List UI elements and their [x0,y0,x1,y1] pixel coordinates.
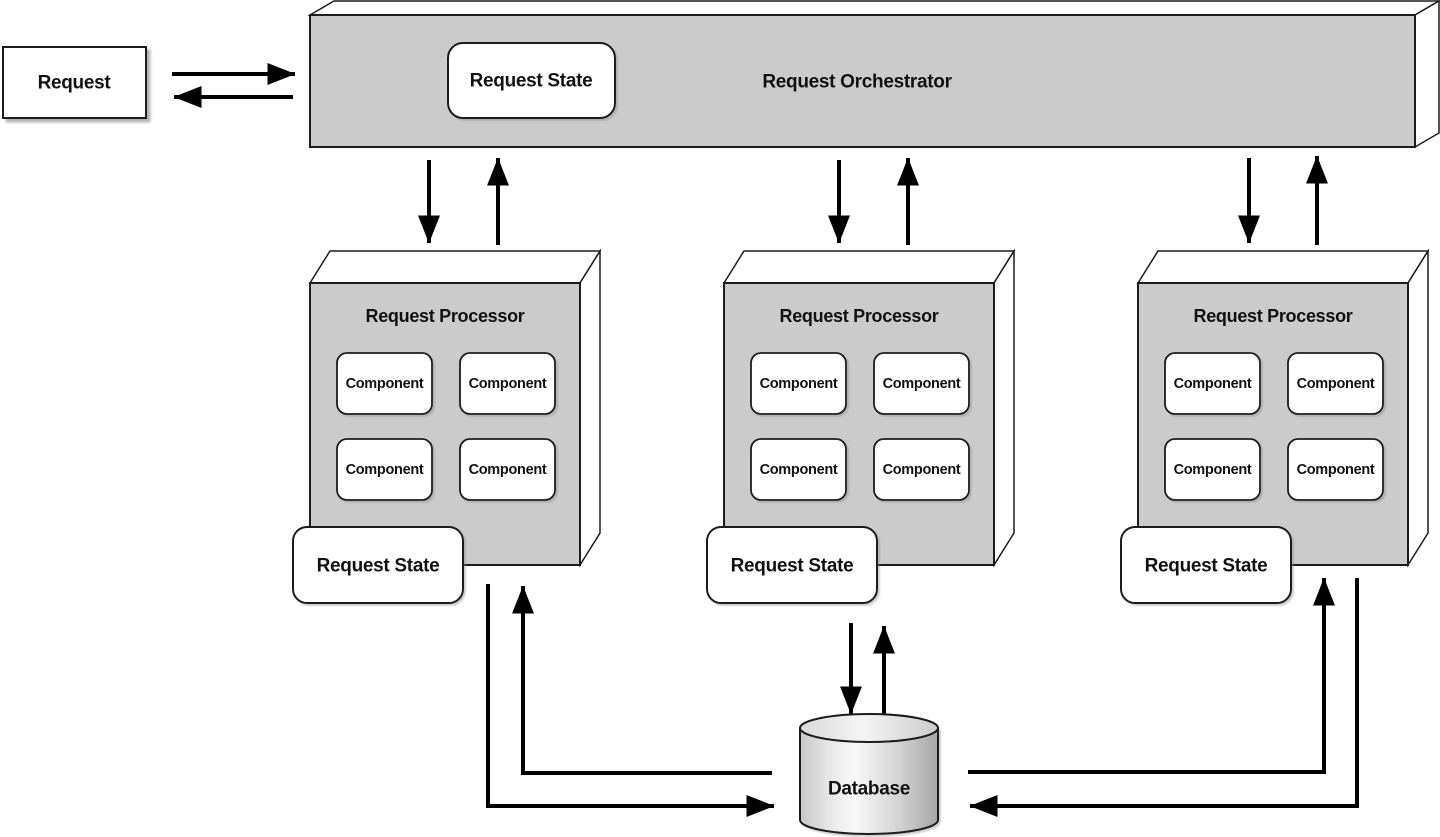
database-cylinder: Database [799,713,939,835]
processor-state-box: Request State [706,526,878,604]
processor-state-rect [1120,526,1292,604]
orchestrator-state-box: Request State [447,42,616,119]
processor-label: Request Processor [366,306,525,326]
component-label: Component [883,462,961,478]
component-rect [1287,438,1384,501]
component-label: Component [469,376,547,392]
request-box-rect [2,46,147,119]
processor-right-face [1407,248,1429,568]
processor-front-face [309,282,581,566]
component-label: Component [469,462,547,478]
orchestrator-label: Request Orchestrator [762,72,952,93]
component-box: Component [750,438,847,501]
processor-state-box: Request State [292,526,464,604]
component-box: Component [1164,438,1261,501]
component-rect [459,438,556,501]
component-box: Component [459,352,556,415]
component-box: Component [873,438,970,501]
processor-right-face [993,248,1015,568]
processor-top-face [1136,250,1430,284]
processor-state-label: Request State [317,556,440,577]
component-box: Component [873,352,970,415]
processor-state-box: Request State [1120,526,1292,604]
arrow-processor-1-to-database [486,584,775,817]
component-box: Component [1287,438,1384,501]
processor-front-face [723,282,995,566]
request-box: Request [2,46,147,119]
component-box: Component [1164,352,1261,415]
database-top [799,713,939,743]
processor-top-face [722,250,1016,284]
processor-label: Request Processor [780,306,939,326]
processor-state-rect [706,526,878,604]
processor-state-label: Request State [731,556,854,577]
database-body [799,728,939,835]
component-rect [1164,352,1261,415]
orchestrator-top-face [307,0,1440,16]
arrow-processor-3-to-database [969,578,1359,817]
component-rect [750,438,847,501]
component-label: Component [346,462,424,478]
component-label: Component [760,376,838,392]
component-rect [336,352,433,415]
component-label: Component [1297,376,1375,392]
component-label: Component [1174,376,1252,392]
component-rect [1287,352,1384,415]
component-box: Component [336,352,433,415]
request-label: Request [38,73,112,94]
orchestrator-right-face [1414,0,1440,149]
component-box: Component [1287,352,1384,415]
orchestrator-state-label: Request State [470,71,593,92]
component-rect [750,352,847,415]
component-label: Component [883,376,961,392]
component-label: Component [1297,462,1375,478]
component-rect [336,438,433,501]
component-label: Component [760,462,838,478]
component-rect [459,352,556,415]
processor-front-face [1137,282,1409,566]
component-label: Component [346,376,424,392]
processor-label: Request Processor [1194,306,1353,326]
processor-right-face [579,248,601,568]
component-box: Component [336,438,433,501]
processor-state-rect [292,526,464,604]
processor-top-face [308,250,602,284]
orchestrator-state-rect [447,42,616,119]
arrow-database-to-processor-1 [512,585,772,775]
component-label: Component [1174,462,1252,478]
component-rect [873,352,970,415]
orchestrator-box: Request Orchestrator Request State [307,0,1440,149]
component-box: Component [750,352,847,415]
arrow-database-to-processor-3 [968,577,1335,774]
component-rect [873,438,970,501]
component-box: Component [459,438,556,501]
component-rect [1164,438,1261,501]
processor-state-label: Request State [1145,556,1268,577]
database-label: Database [828,779,910,800]
